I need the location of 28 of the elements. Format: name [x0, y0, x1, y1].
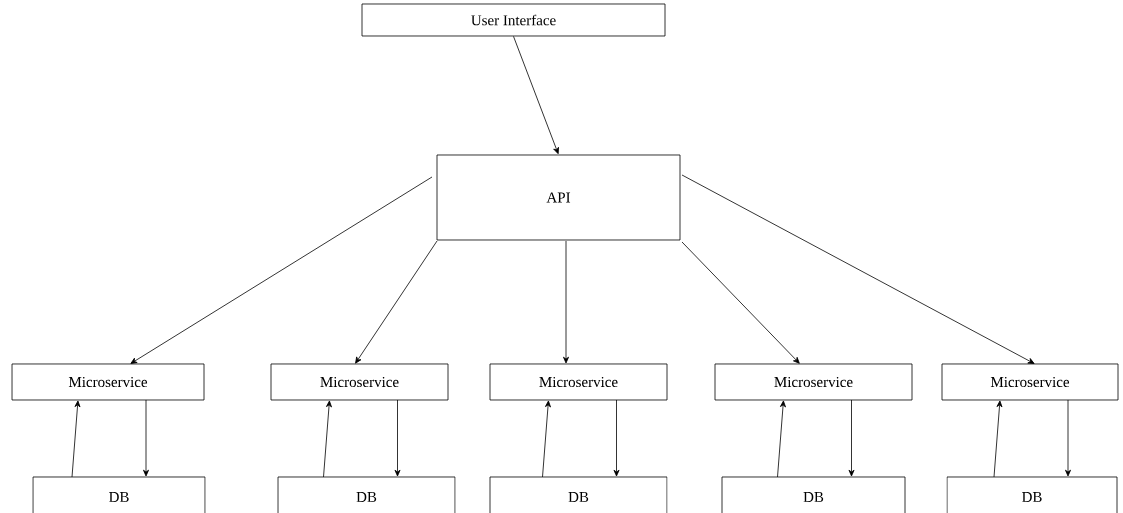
process-box: Microservice [714, 363, 913, 401]
arrow [71, 400, 81, 478]
process-box: DB [277, 476, 456, 513]
process-box: Microservice [11, 363, 205, 401]
process-box: Microservice [489, 363, 668, 401]
arrow [394, 399, 401, 477]
process-box: User Interface [361, 3, 666, 37]
arrow [143, 399, 149, 477]
arrow [563, 240, 569, 364]
arrow [681, 174, 1035, 364]
process-box: DB [721, 476, 906, 513]
arrow [355, 240, 438, 364]
arrow [513, 36, 559, 155]
process-box: DB [32, 476, 206, 513]
arrow [323, 400, 332, 478]
process-box: DB [489, 476, 668, 513]
arrow [613, 399, 620, 477]
arrow [777, 400, 786, 478]
process-box: API [436, 154, 681, 241]
arrow [681, 241, 800, 364]
process-box: DB [946, 476, 1118, 513]
process-box: Microservice [270, 363, 449, 401]
arrow [1065, 399, 1071, 477]
arrow [993, 400, 1003, 478]
process-box: Microservice [941, 363, 1119, 401]
arrow [542, 400, 551, 478]
arrow [848, 399, 855, 477]
arrow [130, 176, 433, 364]
